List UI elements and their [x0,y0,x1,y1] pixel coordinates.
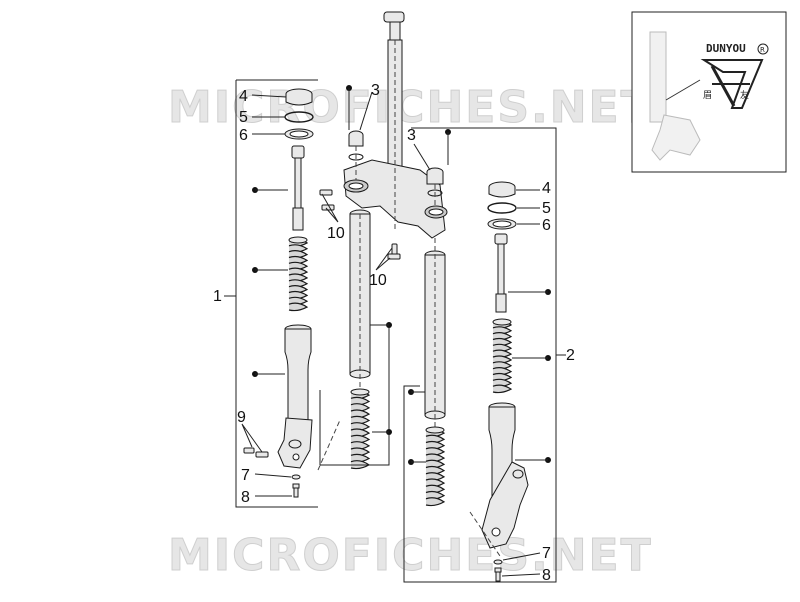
left-fork-group: 1 4 5 6 [213,79,318,508]
left-spring [288,236,309,312]
right-o-ring [487,202,517,214]
left-screws-9 [243,447,269,458]
spring-end [288,236,308,244]
callout-left-3: 3 [371,82,380,99]
inset-fork-sketch [649,31,701,161]
spring-end [350,388,370,396]
spring-end [425,426,445,434]
clamp-bolts-lower [387,243,401,260]
left-drain-bolt [292,483,300,498]
right-damper-rod [494,233,508,313]
callout-right-4: 4 [542,180,551,197]
logo-brand-text: DUNYOU [706,42,746,55]
right-top-cap-3 [426,167,444,197]
callout-left-6: 6 [239,127,248,144]
spring-end [492,318,512,326]
right-oil-seal [487,218,517,230]
watermark-top: MICROFICHES.NET [168,82,653,133]
callout-right-5: 5 [542,200,551,217]
right-inner-spring [425,426,446,507]
spring-coil [288,302,309,312]
brand-logo: DUNYOU R 眉 友 [700,42,769,109]
callout-left-7: 7 [241,467,250,484]
right-washer [493,559,503,565]
left-washer [291,474,301,480]
callout-right-6: 6 [542,217,551,234]
right-seal-cap [488,181,516,198]
spring-coil [492,384,513,394]
callout-1: 1 [213,288,222,305]
left-fork-leg [277,324,313,469]
callout-right-8: 8 [542,567,551,584]
callout-right-3: 3 [407,127,416,144]
logo-chinese-2: 友 [740,89,749,101]
callout-left-8: 8 [241,489,250,506]
right-drain-bolt [494,567,502,582]
left-oil-seal [284,128,314,140]
callout-left-4: 4 [239,88,248,105]
left-damper-rod [291,145,305,231]
inset-logo-box: DUNYOU R 眉 友 [631,11,787,173]
logo-chinese-1: 眉 [703,90,712,101]
spring-coil [425,497,446,507]
left-inner-spring [350,388,371,470]
right-spring [492,318,513,394]
left-seal-cap [285,88,313,106]
right-fork-group: 2 3 4 5 [403,127,575,584]
steering-stem [343,11,448,239]
callout-2: 2 [566,347,575,364]
callout-right-7: 7 [542,545,551,562]
right-fork-leg [481,402,529,549]
callout-left-10: 10 [327,225,345,242]
logo-registered-mark: R [760,46,765,54]
left-top-cap-3 [348,130,364,161]
clamp-bolts-upper [319,189,335,211]
callout-left-5: 5 [239,109,248,126]
callout-right-10: 10 [369,272,387,289]
callout-left-9: 9 [237,409,246,426]
watermark-bottom: MICROFICHES.NET [168,530,653,581]
